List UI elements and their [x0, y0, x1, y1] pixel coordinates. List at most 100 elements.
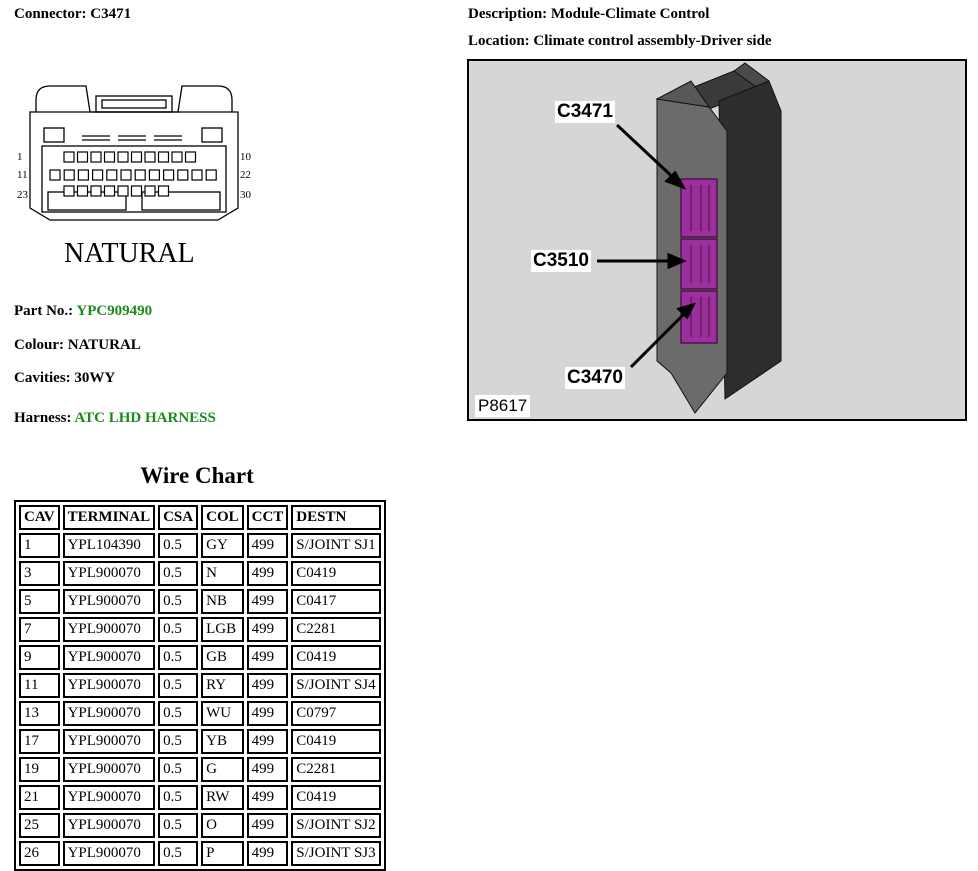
- description-label: Description:: [468, 6, 548, 22]
- callout-c3470: C3470: [565, 367, 625, 389]
- table-cell: 26: [19, 841, 60, 866]
- pin-cavity: [63, 185, 75, 197]
- cavities-value: 30WY: [74, 370, 116, 386]
- table-cell: RW: [201, 785, 244, 810]
- table-cell: YPL900070: [62, 729, 156, 754]
- table-cell: C2281: [291, 617, 381, 642]
- pin-cavity: [117, 185, 129, 197]
- column-header: COL: [201, 505, 244, 530]
- table-cell: S/JOINT SJ3: [291, 841, 381, 866]
- table-cell: 499: [246, 561, 289, 586]
- location-heading: Location: Climate control assembly-Drive…: [468, 33, 772, 50]
- pin-cavity: [63, 169, 75, 181]
- pin-cavity: [144, 185, 156, 197]
- table-cell: YPL900070: [62, 645, 156, 670]
- table-cell: 499: [246, 785, 289, 810]
- table-cell: 1: [19, 533, 60, 558]
- table-cell: 0.5: [158, 617, 199, 642]
- pin-cavity: [184, 151, 197, 163]
- table-cell: C0419: [291, 729, 381, 754]
- table-cell: C2281: [291, 757, 381, 782]
- table-cell: YB: [201, 729, 244, 754]
- pin-cavity: [90, 185, 102, 197]
- table-cell: 0.5: [158, 757, 199, 782]
- table-cell: G: [201, 757, 244, 782]
- table-cell: 0.5: [158, 813, 199, 838]
- table-cell: 499: [246, 589, 289, 614]
- location-photo: C3471 C3510 C3470 P8617: [467, 59, 967, 421]
- module-illustration: [597, 62, 782, 414]
- table-cell: YPL900070: [62, 617, 156, 642]
- colour-value: NATURAL: [67, 337, 141, 353]
- table-cell: 499: [246, 673, 289, 698]
- table-cell: 499: [246, 757, 289, 782]
- table-cell: YPL900070: [62, 813, 156, 838]
- table-cell: YPL104390: [62, 533, 156, 558]
- pin-cavity: [134, 169, 146, 181]
- photo-id: P8617: [475, 395, 531, 417]
- colour-row: Colour: NATURAL: [14, 337, 141, 354]
- pin-label-30: 30: [240, 189, 252, 201]
- table-cell: YPL900070: [62, 757, 156, 782]
- table-cell: YPL900070: [62, 701, 156, 726]
- table-cell: 499: [246, 813, 289, 838]
- table-cell: C0419: [291, 645, 381, 670]
- table-cell: 499: [246, 645, 289, 670]
- column-header: CSA: [158, 505, 199, 530]
- part-no-link[interactable]: YPC909490: [76, 303, 153, 319]
- table-cell: 499: [246, 701, 289, 726]
- pin-cavity: [163, 169, 175, 181]
- pin-cavity: [177, 169, 189, 181]
- harness-link[interactable]: ATC LHD HARNESS: [74, 410, 216, 426]
- table-cell: N: [201, 561, 244, 586]
- table-cell: 5: [19, 589, 60, 614]
- pin-cavity: [91, 169, 104, 181]
- table-cell: 7: [19, 617, 60, 642]
- table-cell: LGB: [201, 617, 244, 642]
- harness-label: Harness:: [14, 410, 72, 426]
- table-cell: 499: [246, 533, 289, 558]
- table-cell: 0.5: [158, 841, 199, 866]
- pin-label-1: 1: [17, 151, 23, 163]
- table-cell: C0797: [291, 701, 381, 726]
- pin-cavity: [171, 151, 183, 163]
- table-cell: 499: [246, 729, 289, 754]
- colour-caption: NATURAL: [64, 238, 195, 269]
- table-cell: 21: [19, 785, 60, 810]
- pin-label-22: 22: [240, 169, 251, 181]
- column-header: TERMINAL: [62, 505, 156, 530]
- table-cell: 0.5: [158, 729, 199, 754]
- cavities-label: Cavities:: [14, 370, 71, 386]
- table-cell: GY: [201, 533, 244, 558]
- table-cell: C0419: [291, 785, 381, 810]
- pin-label-11: 11: [17, 169, 28, 181]
- table-cell: 0.5: [158, 533, 199, 558]
- table-cell: NB: [201, 589, 244, 614]
- table-cell: 9: [19, 645, 60, 670]
- connector-blocks: [680, 178, 718, 344]
- table-cell: S/JOINT SJ2: [291, 813, 381, 838]
- pin-cavity: [130, 185, 143, 197]
- table-cell: S/JOINT SJ4: [291, 673, 381, 698]
- pin-label-23: 23: [17, 189, 29, 201]
- pin-cavity: [157, 185, 170, 197]
- table-cell: 11: [19, 673, 60, 698]
- connector-label: Connector:: [14, 6, 87, 22]
- table-cell: O: [201, 813, 244, 838]
- pin-cavity: [120, 169, 132, 181]
- pin-cavity: [90, 151, 102, 163]
- table-cell: 0.5: [158, 785, 199, 810]
- pin-label-10: 10: [240, 151, 252, 163]
- table-cell: 13: [19, 701, 60, 726]
